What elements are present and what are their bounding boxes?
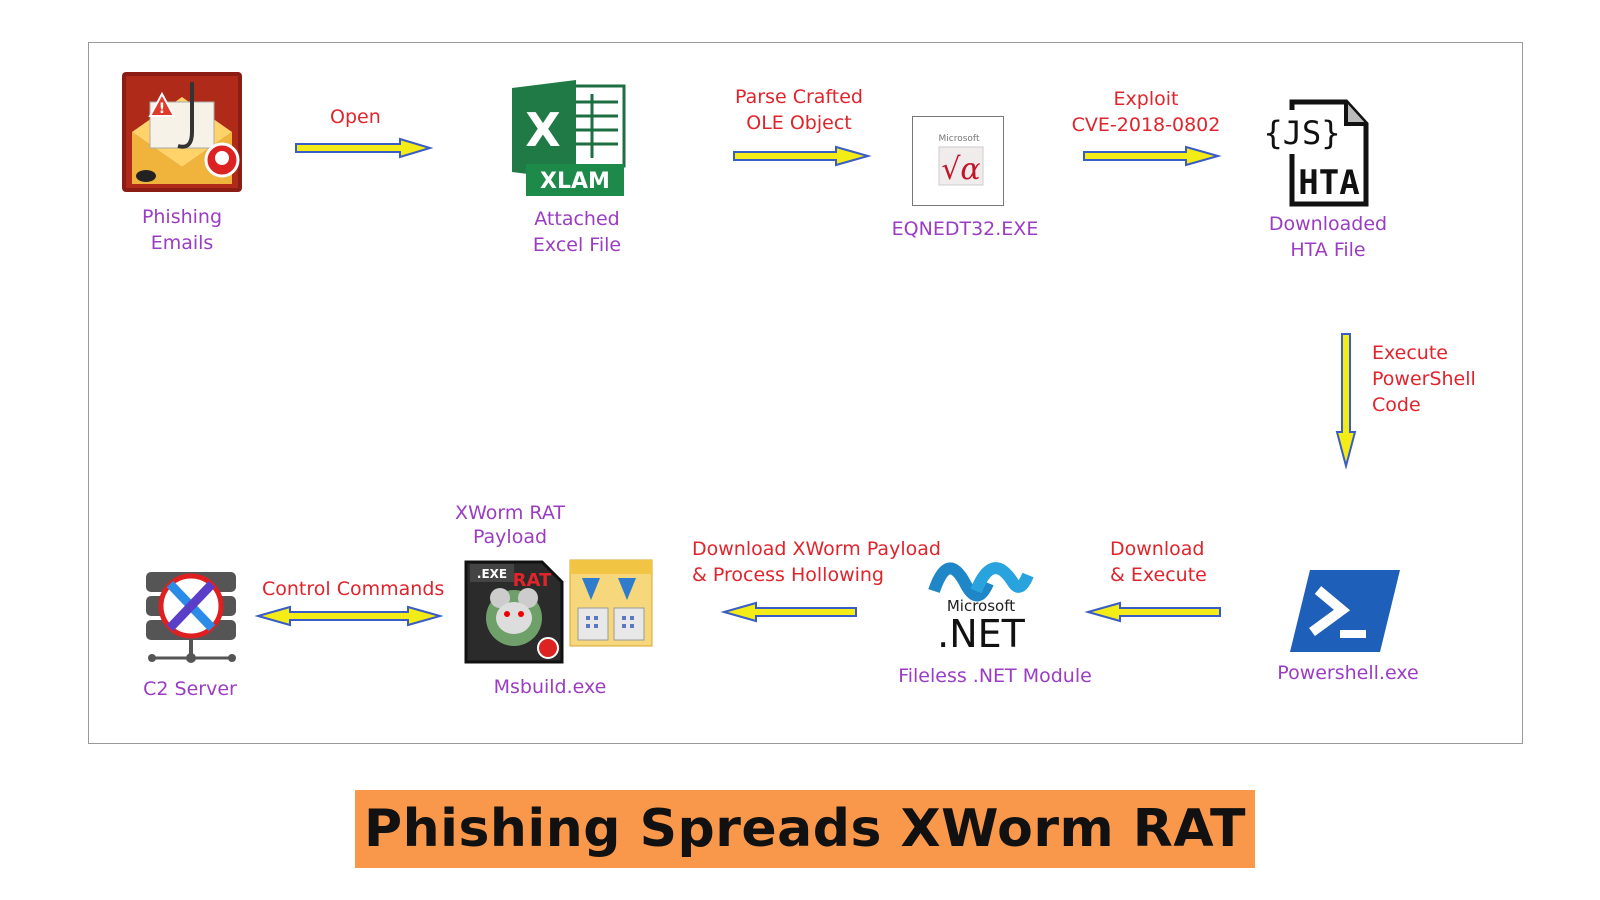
node-label-excel: Attached Excel File bbox=[532, 208, 622, 256]
c2-server-icon bbox=[140, 570, 240, 670]
msbuild-rat-tag: RAT bbox=[513, 570, 552, 591]
diagram-frame bbox=[88, 42, 1523, 744]
node-label-msbuild: Msbuild.exe bbox=[493, 676, 607, 698]
edge-label-download-execute: Download & Execute bbox=[1110, 538, 1207, 586]
node-label-eqnedt: EQNEDT32.EXE bbox=[891, 218, 1039, 240]
node-label-dotnet: Fileless .NET Module bbox=[898, 665, 1092, 687]
node-label-phishing: Phishing Emails bbox=[141, 206, 223, 254]
svg-text:!: ! bbox=[159, 101, 165, 117]
hta-text: HTA bbox=[1298, 163, 1359, 203]
node-label-hta: Downloaded HTA File bbox=[1268, 213, 1388, 261]
node-label-c2: C2 Server bbox=[143, 678, 237, 700]
excel-letter: X bbox=[525, 103, 560, 157]
edge-label-exploit: Exploit CVE-2018-0802 bbox=[1071, 88, 1221, 136]
dotnet-icon: Microsoft .NET bbox=[926, 555, 1036, 656]
eqnedt-small-text: Microsoft bbox=[939, 134, 980, 144]
dotnet-net: .NET bbox=[937, 612, 1026, 656]
banner-title: Phishing Spreads XWorm RAT bbox=[363, 799, 1247, 859]
xworm-payload-annotation: XWorm RAT Payload bbox=[455, 502, 565, 548]
hta-js-text: {JS} bbox=[1263, 114, 1340, 152]
msbuild-exe-tag: .EXE bbox=[477, 567, 507, 581]
dotnet-brand: Microsoft bbox=[947, 597, 1015, 615]
phishing-email-icon: ! bbox=[122, 72, 242, 192]
edge-label-control: Control Commands bbox=[262, 578, 445, 600]
edge-label-execute-ps: Execute PowerShell Code bbox=[1372, 342, 1476, 416]
powershell-icon bbox=[1290, 570, 1400, 652]
xlam-badge: XLAM bbox=[540, 169, 610, 194]
edge-label-parse: Parse Crafted OLE Object bbox=[735, 86, 863, 134]
title-banner: Phishing Spreads XWorm RAT bbox=[355, 790, 1255, 868]
hta-file-icon: {JS} HTA bbox=[1263, 96, 1372, 208]
node-label-powershell: Powershell.exe bbox=[1277, 662, 1419, 684]
excel-xlam-icon: X XLAM bbox=[512, 80, 627, 198]
msbuild-icon: .EXE RAT bbox=[460, 556, 655, 666]
edge-label-download-xworm: Download XWorm Payload & Process Hollowi… bbox=[692, 538, 941, 586]
eqnedt-formula: √α bbox=[941, 152, 980, 187]
edge-label-open: Open bbox=[330, 106, 381, 128]
equation-editor-icon: Microsoft √α bbox=[912, 116, 1004, 206]
